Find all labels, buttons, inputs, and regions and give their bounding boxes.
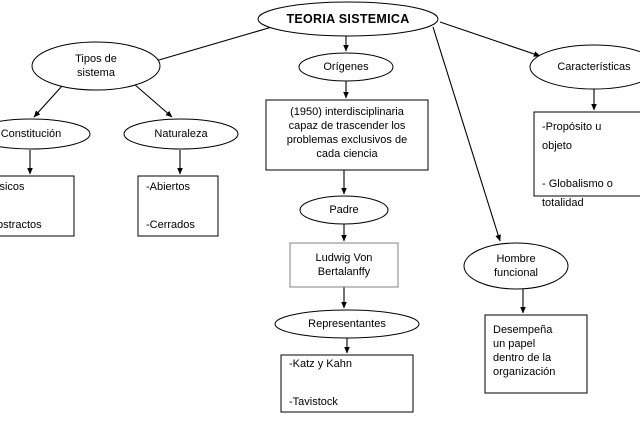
- edge-root-to-tipos: [151, 26, 273, 64]
- node-shape-padre[interactable]: [299, 195, 389, 225]
- node-shape-origenes[interactable]: [298, 52, 394, 82]
- node-shape-hombre-funcional-detail[interactable]: [484, 314, 588, 394]
- node-shape-root[interactable]: [257, 1, 439, 37]
- node-shape-constitucion-items[interactable]: [0, 175, 75, 237]
- node-shape-origenes-detail[interactable]: [265, 99, 429, 171]
- edge-root-to-hombre: [432, 26, 501, 242]
- edge-tipos-to-naturaleza: [133, 83, 173, 118]
- node-shape-padre-detail[interactable]: [289, 242, 399, 288]
- node-shape-caracteristicas[interactable]: [529, 44, 640, 90]
- node-shape-naturaleza-items[interactable]: [137, 175, 219, 237]
- node-shape-tipos-de-sistema[interactable]: [31, 41, 161, 91]
- node-shape-constitucion[interactable]: [0, 118, 91, 150]
- edge-tipos-to-constitucion: [33, 85, 63, 118]
- node-shape-hombre-funcional[interactable]: [463, 242, 569, 290]
- node-shape-representantes[interactable]: [274, 309, 420, 339]
- shape-layer: [0, 1, 640, 413]
- edge-root-to-caracteristicas: [439, 21, 541, 57]
- edge-layer: [27, 21, 597, 354]
- node-shape-caracteristicas-items[interactable]: [533, 111, 640, 197]
- node-shape-representantes-items[interactable]: [280, 354, 414, 413]
- node-shape-naturaleza[interactable]: [123, 118, 239, 150]
